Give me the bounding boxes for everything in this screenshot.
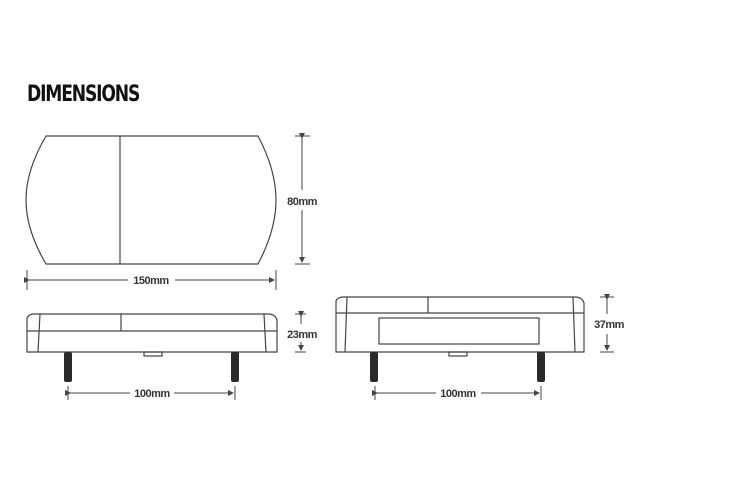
spacing-label-left: 100mm	[134, 388, 170, 400]
height-label-80: 80mm	[287, 196, 318, 208]
height-label-23: 23mm	[287, 329, 318, 341]
height-dimension-37	[600, 294, 614, 353]
spacing-label-right: 100mm	[440, 388, 476, 400]
side-view-left	[26, 313, 278, 357]
stud-spacing-dimension-left	[65, 386, 236, 400]
width-dimension-150	[24, 270, 277, 290]
width-label: 150mm	[133, 275, 169, 287]
top-view	[25, 135, 277, 265]
mounting-stud	[231, 352, 239, 382]
mounting-stud	[537, 352, 545, 382]
page-title: DIMENSIONS	[27, 82, 140, 107]
mounting-stud	[370, 352, 378, 382]
height-label-37: 37mm	[594, 319, 625, 331]
side-view-right	[335, 296, 585, 357]
stud-spacing-dimension-right	[372, 386, 542, 400]
height-dimension-80	[295, 133, 310, 265]
height-dimension-23	[295, 311, 306, 353]
mounting-stud	[64, 352, 72, 382]
